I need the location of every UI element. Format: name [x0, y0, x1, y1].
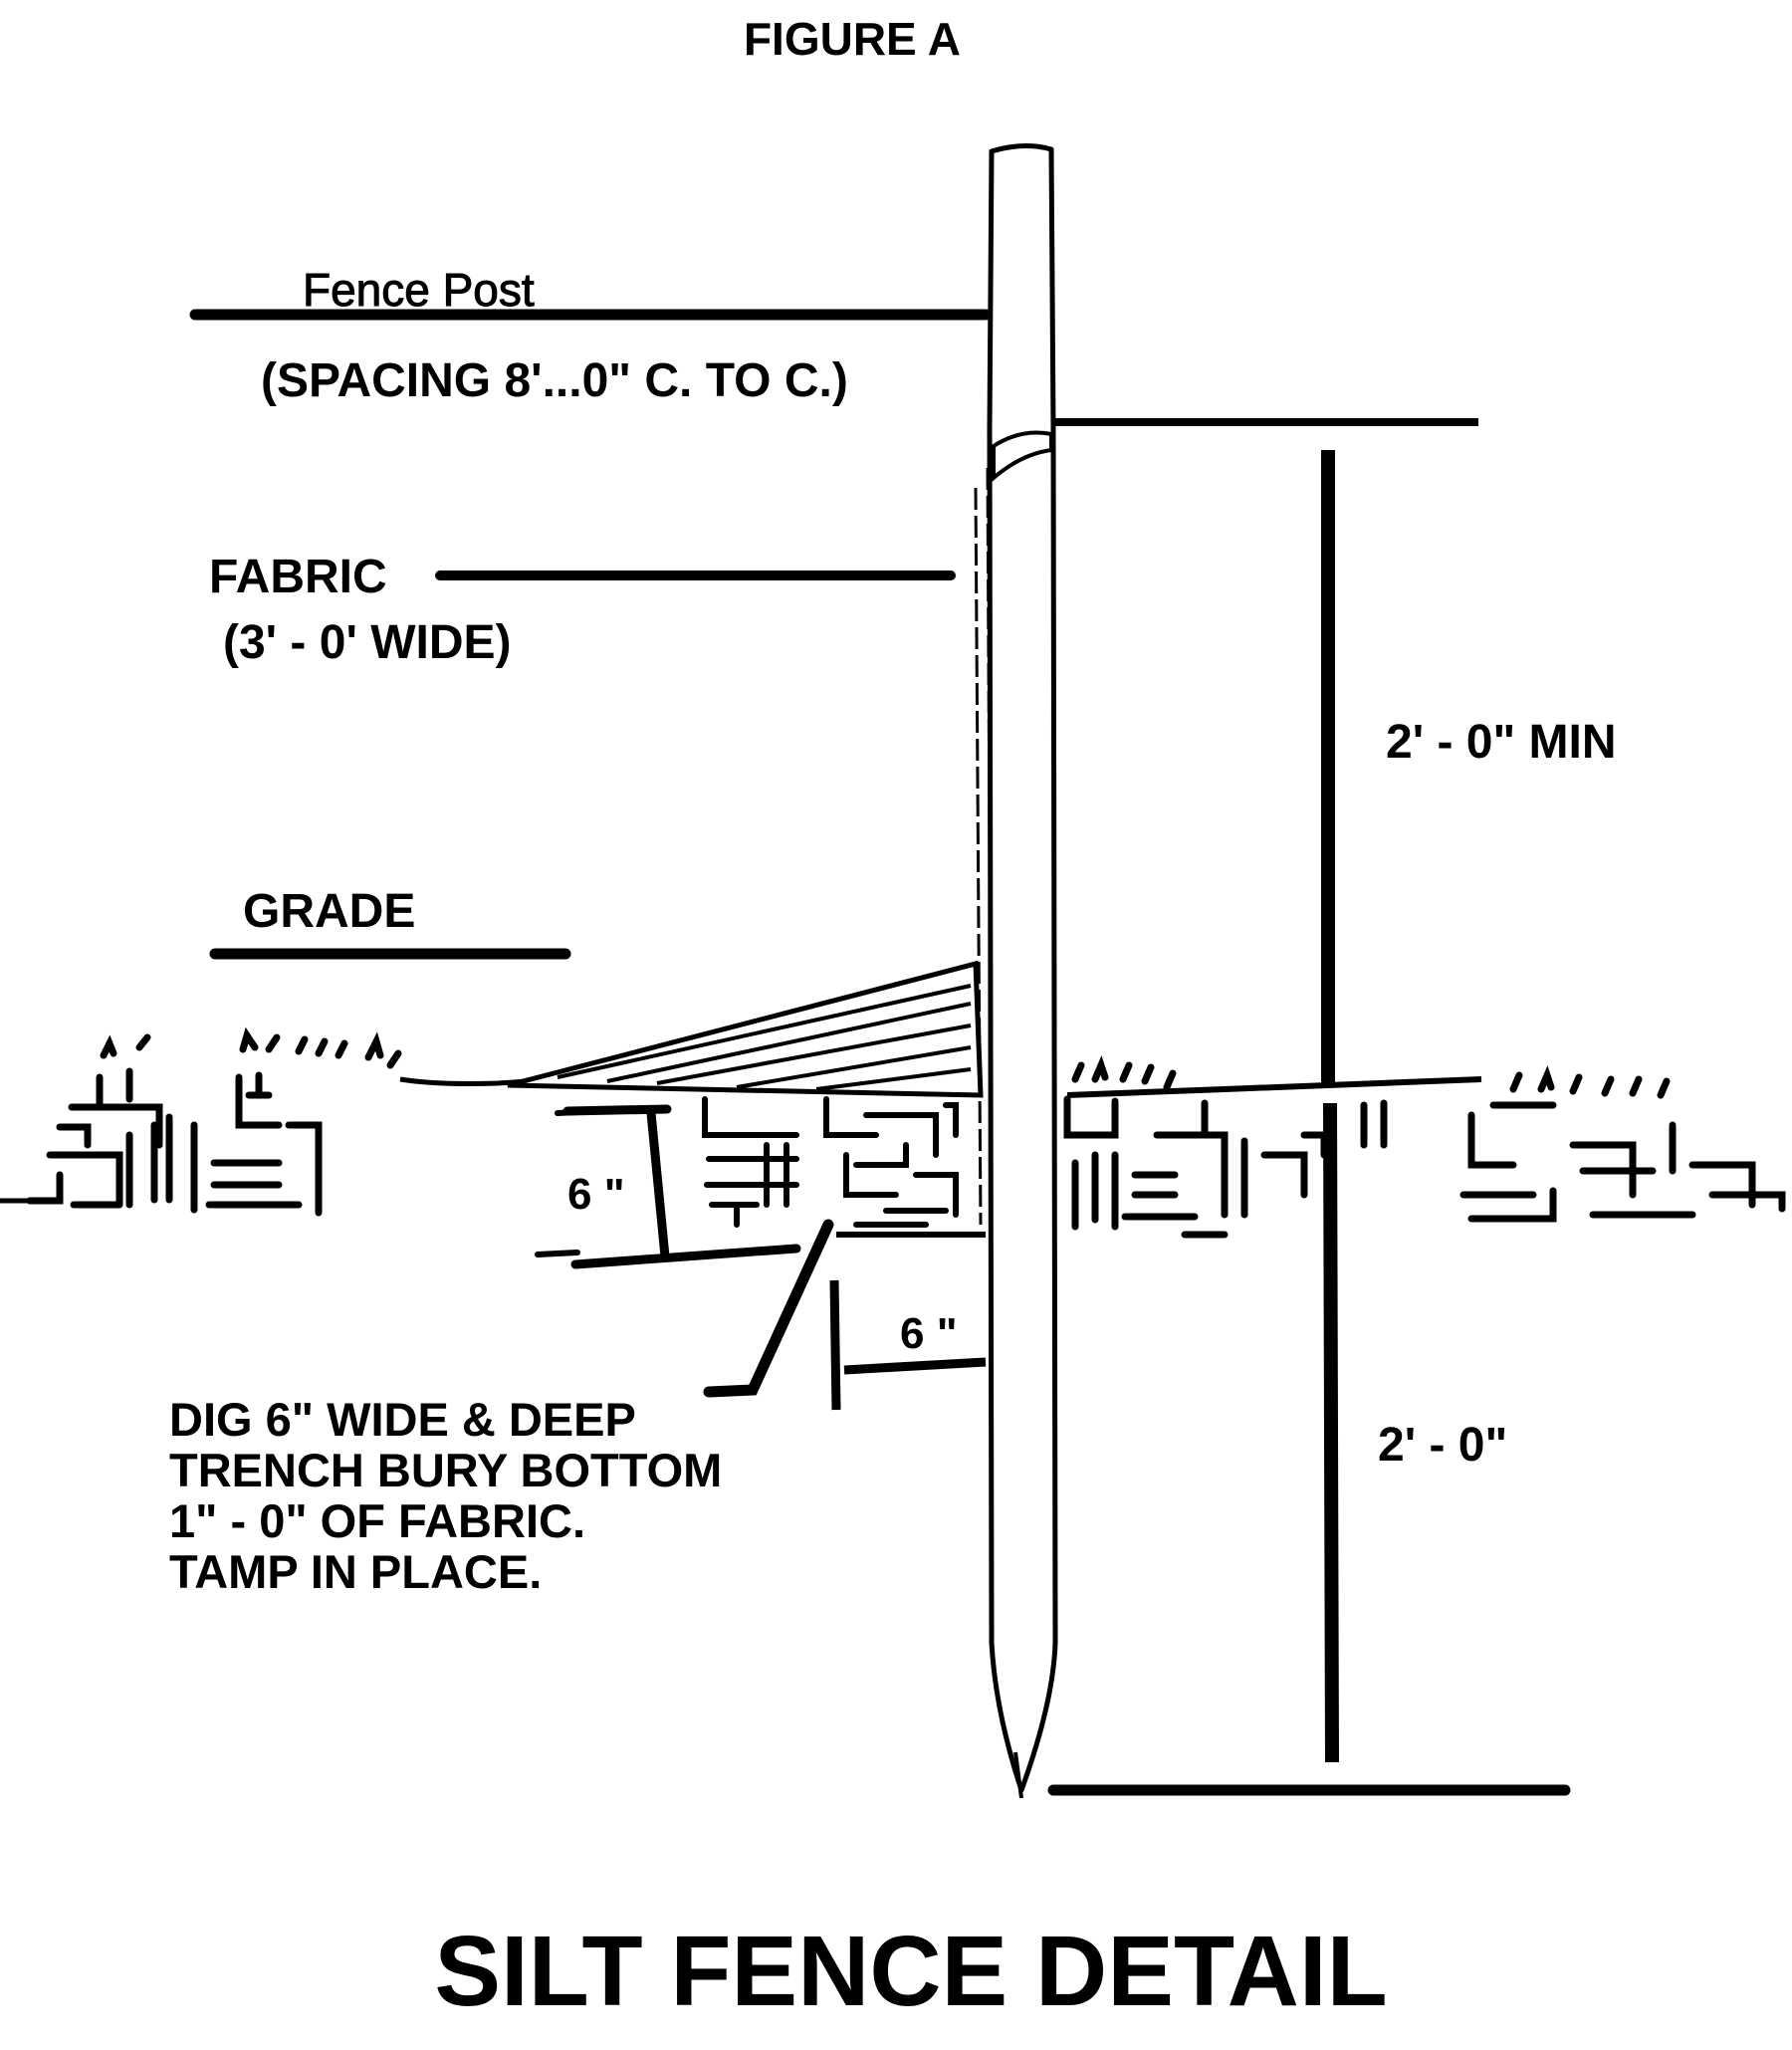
- note-line: TAMP IN PLACE.: [169, 1545, 543, 1598]
- drawing-title: SILT FENCE DETAIL: [434, 1916, 1388, 2027]
- trench-bottom-line: [570, 1244, 801, 1269]
- note-line: TRENCH BURY BOTTOM: [169, 1444, 723, 1496]
- ground-line-right: [1066, 1076, 1482, 1098]
- dimension-line-lower: [1323, 1102, 1339, 1763]
- fence-post-label: Fence Post: [303, 264, 536, 316]
- note-line: 1" - 0" OF FABRIC.: [169, 1494, 585, 1547]
- post-spacing-label: (SPACING 8'...0" C. TO C.): [261, 354, 848, 407]
- post-tip-line: [1013, 1751, 1023, 1799]
- trench-depth-line: [646, 1112, 670, 1257]
- soil-texture-right: [1063, 1055, 1786, 1239]
- post-band: [992, 430, 1053, 483]
- figure-label: FIGURE A: [743, 13, 962, 65]
- trench-width-line: [843, 1357, 987, 1375]
- note-leader: [703, 1219, 834, 1398]
- above-grade-dimension-label: 2' - 0" MIN: [1386, 716, 1617, 769]
- below-grade-dimension-label: 2' - 0": [1378, 1419, 1508, 1472]
- note-line: DIG 6" WIDE & DEEP: [169, 1393, 636, 1446]
- trench-note: DIG 6" WIDE & DEEP TRENCH BURY BOTTOM 1"…: [169, 1394, 722, 1597]
- grade-label: GRADE: [243, 885, 416, 938]
- trench-width-label: 6 ": [900, 1309, 958, 1358]
- fabric-width-label: (3' - 0' WIDE): [223, 616, 512, 669]
- sediment-hatching: [557, 984, 972, 1091]
- soil-texture-left: [26, 1026, 402, 1217]
- trench-width-tick: [829, 1279, 841, 1411]
- fabric-sheet: [974, 467, 994, 1236]
- fence-post: [987, 143, 1058, 1793]
- trench-top-line: [562, 1104, 672, 1116]
- trench-depth-label: 6 ": [567, 1170, 625, 1219]
- fabric-label: FABRIC: [209, 551, 387, 603]
